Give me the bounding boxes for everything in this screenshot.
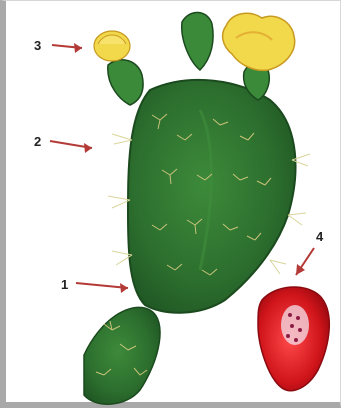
upper-bud xyxy=(182,12,213,70)
lower-pad xyxy=(84,307,160,404)
left-bud xyxy=(94,31,143,105)
label-4: 4 xyxy=(316,229,323,244)
red-fruit xyxy=(258,287,329,391)
label-1: 1 xyxy=(61,277,68,292)
main-pad xyxy=(108,80,310,313)
label-2: 2 xyxy=(34,134,41,149)
label-3: 3 xyxy=(34,38,41,53)
small-flower xyxy=(94,31,130,61)
